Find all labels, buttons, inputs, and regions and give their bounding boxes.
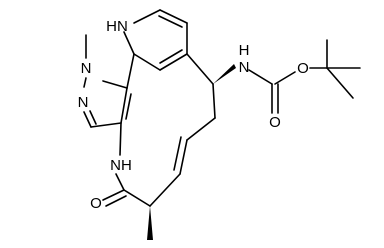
bond bbox=[159, 53, 188, 71]
bond bbox=[274, 71, 296, 85]
bond bbox=[83, 77, 87, 88]
bond bbox=[159, 9, 188, 24]
bond bbox=[186, 53, 214, 85]
bond bbox=[123, 31, 135, 55]
bond bbox=[120, 87, 128, 124]
bond bbox=[102, 189, 125, 201]
bond bbox=[149, 173, 181, 207]
atom-label-o-carbamate-carbonyl: O bbox=[269, 114, 281, 131]
atom-label-nh-carbamate: N bbox=[239, 59, 250, 76]
bond bbox=[186, 117, 216, 141]
atom-label-nh-amide-ring: NH bbox=[110, 157, 132, 174]
bond bbox=[248, 69, 273, 85]
bond bbox=[158, 15, 183, 28]
bond bbox=[133, 53, 161, 71]
bond bbox=[119, 122, 122, 156]
atom-label-o-carbamate-ester: O bbox=[297, 60, 309, 77]
bond bbox=[133, 9, 161, 24]
atom-label-nh-dihydropyridine: HN bbox=[106, 18, 128, 35]
atom-label-o-lactam: O bbox=[90, 195, 102, 212]
wedge-bond bbox=[213, 64, 236, 84]
bond bbox=[173, 136, 182, 171]
bond bbox=[159, 49, 183, 64]
bond bbox=[89, 110, 97, 125]
atom-labels: HN N N NH O N H O O bbox=[78, 18, 309, 212]
bond bbox=[326, 67, 354, 99]
bond bbox=[179, 139, 188, 175]
bond bbox=[83, 111, 92, 128]
wedge-bond bbox=[147, 206, 153, 240]
bond bbox=[115, 173, 125, 191]
bond bbox=[105, 195, 127, 207]
atom-label-n-pyrazole: N bbox=[78, 94, 89, 111]
bond bbox=[126, 53, 135, 89]
bond bbox=[102, 80, 128, 89]
atom-label-h-carbamate: H bbox=[239, 42, 250, 59]
bonds bbox=[83, 9, 361, 207]
atom-label-n-methyl-pyrazole: N bbox=[81, 60, 92, 77]
bond bbox=[125, 93, 132, 120]
bond bbox=[90, 122, 122, 128]
bond bbox=[123, 189, 151, 207]
bond bbox=[212, 83, 216, 119]
